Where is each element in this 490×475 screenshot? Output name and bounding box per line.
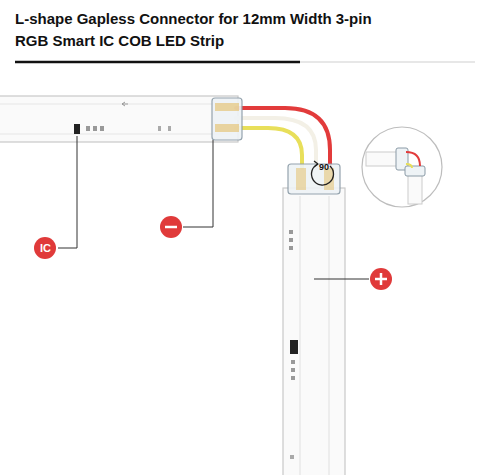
title-rule bbox=[15, 61, 300, 64]
callout-label: IC bbox=[40, 243, 51, 254]
connector bbox=[212, 98, 340, 194]
plus-badge bbox=[370, 268, 392, 290]
detail-inset bbox=[362, 127, 442, 207]
leader-line bbox=[58, 136, 369, 279]
led-strip bbox=[283, 188, 345, 475]
rotate-symbol bbox=[311, 161, 333, 185]
wires bbox=[236, 108, 330, 168]
led-strip bbox=[0, 96, 238, 142]
rotation-angle: 90 bbox=[319, 163, 329, 172]
title-rule bbox=[300, 62, 475, 63]
callout-badge bbox=[34, 237, 56, 259]
minus-badge bbox=[160, 216, 182, 238]
title: L-shape Gapless Connector for 12mm Width… bbox=[15, 8, 405, 52]
